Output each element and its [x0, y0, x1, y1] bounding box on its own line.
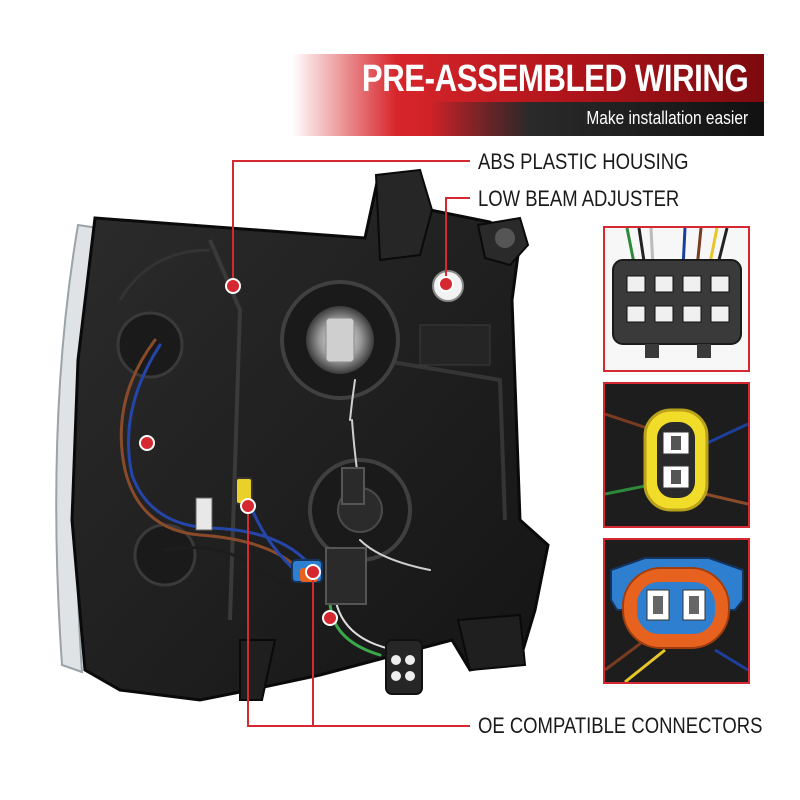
headlight-housing	[70, 168, 550, 702]
banner-subtitle: Make installation easier	[586, 108, 748, 128]
inset-eight-pin-connector	[603, 226, 750, 372]
yellow-connector-icon	[605, 408, 748, 512]
inset-blue-orange-connector	[603, 538, 750, 684]
connector-marker-blue	[305, 564, 321, 580]
connector-marker-yellow	[240, 498, 256, 514]
connector-marker-oe	[322, 610, 338, 626]
callout-low-beam-adjuster: LOW BEAM ADJUSTER	[478, 186, 680, 211]
callout-oe-connectors: OE COMPATIBLE CONNECTORS	[478, 713, 763, 738]
callout-markers	[139, 276, 454, 626]
blue-orange-connector-icon	[605, 557, 748, 682]
banner-title: PRE-ASSEMBLED WIRING	[361, 58, 748, 100]
inset-yellow-connector	[603, 382, 750, 528]
housing-marker	[225, 278, 241, 294]
subtitle-banner	[430, 102, 764, 136]
callout-abs-housing: ABS PLASTIC HOUSING	[478, 149, 689, 174]
wiring-marker	[139, 435, 155, 451]
eight-pin-connector-icon	[612, 228, 742, 358]
adjuster-marker	[438, 276, 454, 292]
harness-connectors	[195, 467, 423, 695]
callout-leader-lines	[232, 160, 470, 727]
